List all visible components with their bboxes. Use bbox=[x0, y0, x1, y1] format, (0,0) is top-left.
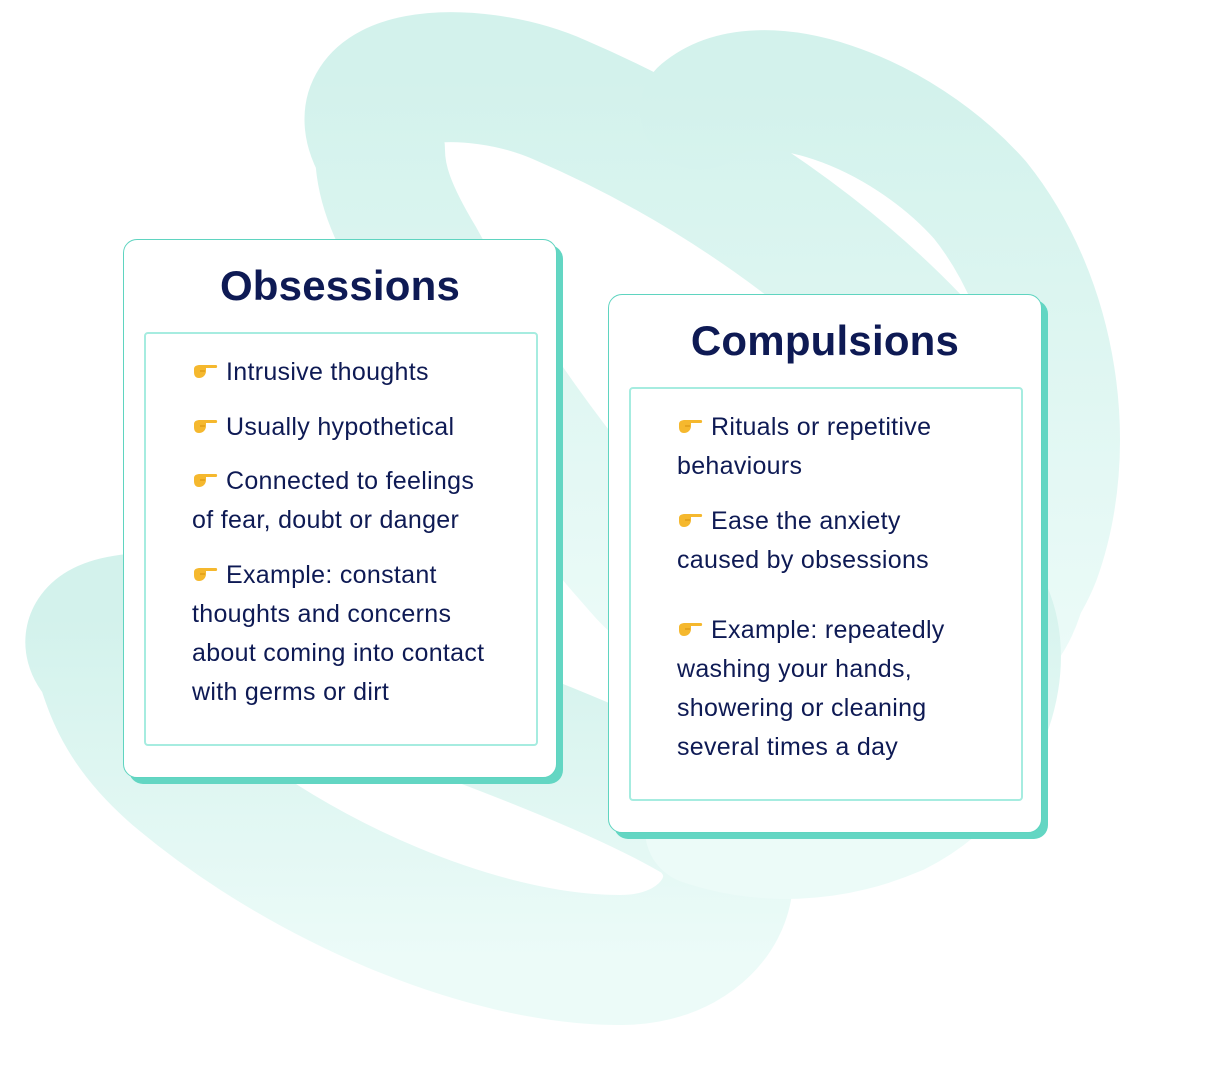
list-item: Example: constant thoughts and concerns … bbox=[192, 556, 484, 712]
backhand-index-pointing-right-icon bbox=[192, 408, 218, 433]
backhand-index-pointing-right-icon bbox=[192, 462, 218, 487]
compulsions-title: Compulsions bbox=[690, 317, 960, 364]
backhand-index-pointing-right-icon bbox=[192, 556, 218, 581]
backhand-index-pointing-right-icon bbox=[677, 408, 703, 433]
compulsions-list: Rituals or repetitive behaviours Ease th… bbox=[629, 387, 1023, 801]
list-item: Connected to feelings of fear, doubt or … bbox=[192, 462, 474, 540]
list-item: Usually hypothetical bbox=[192, 408, 454, 447]
list-item: Intrusive thoughts bbox=[192, 353, 429, 392]
obsessions-card: Obsessions Intrusive thoughts Usually hy… bbox=[123, 239, 557, 778]
list-item: Rituals or repetitive behaviours bbox=[677, 408, 931, 486]
backhand-index-pointing-right-icon bbox=[192, 353, 218, 378]
list-item: Ease the anxiety caused by obsessions bbox=[677, 502, 929, 580]
obsessions-title: Obsessions bbox=[219, 262, 461, 309]
obsessions-list: Intrusive thoughts Usually hypothetical … bbox=[144, 332, 538, 746]
compulsions-card: Compulsions Rituals or repetitive behavi… bbox=[608, 294, 1042, 833]
list-item: Example: repeatedly washing your hands, … bbox=[677, 611, 945, 767]
backhand-index-pointing-right-icon bbox=[677, 502, 703, 527]
backhand-index-pointing-right-icon bbox=[677, 611, 703, 636]
